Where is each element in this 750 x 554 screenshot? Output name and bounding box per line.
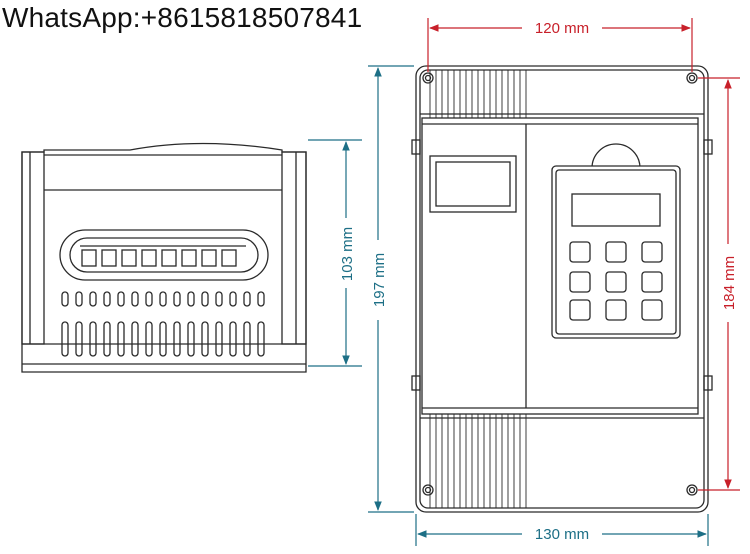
- top-width-label-bg: [522, 18, 602, 38]
- bottom-width-label-bg: [522, 524, 602, 544]
- overall-height-label-bg: [368, 240, 388, 320]
- front-view: [411, 65, 713, 513]
- side-view: [21, 142, 307, 373]
- contact-text: WhatsApp:+8615818507841: [2, 2, 363, 33]
- bottom-width-label: 130 mm: [535, 526, 589, 543]
- side-depth-label: 103 mm: [339, 227, 356, 281]
- inner-height-label: 184 mm: [721, 256, 738, 310]
- top-width-label: 120 mm: [535, 20, 589, 37]
- overall-height-label: 197 mm: [371, 253, 388, 307]
- side-depth-label-bg: [336, 218, 356, 288]
- inner-height-label-bg: [718, 244, 738, 322]
